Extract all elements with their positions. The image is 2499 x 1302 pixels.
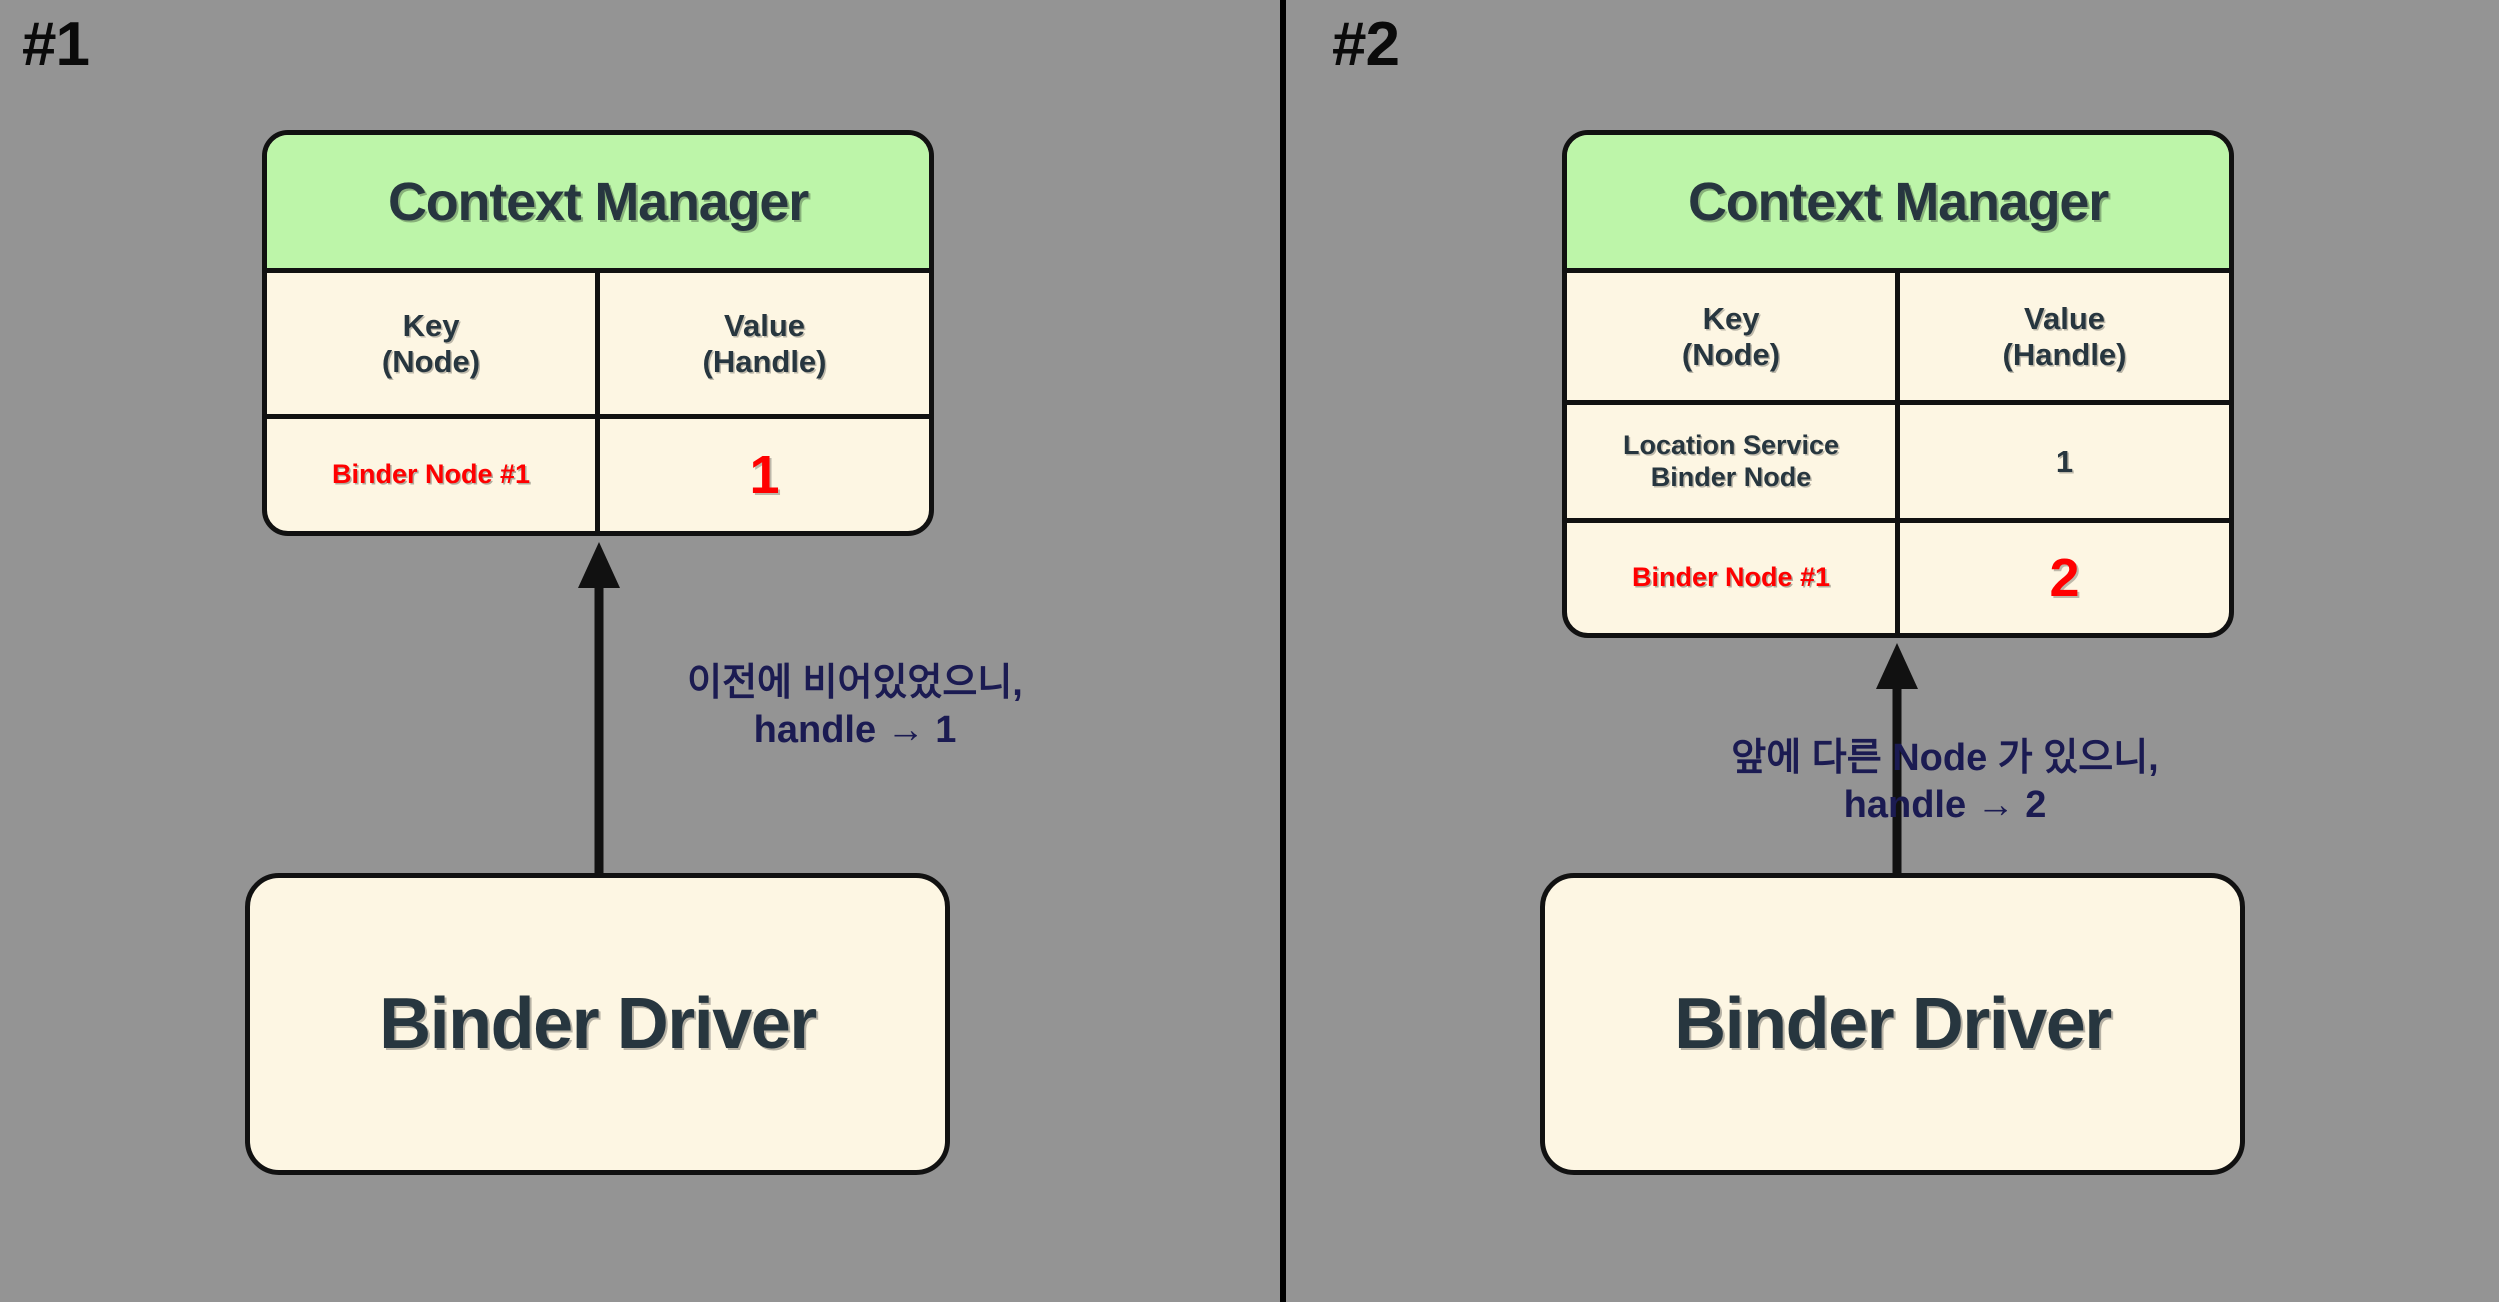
context-manager-card-1: Context Manager Key (Node) Value (Handle… bbox=[262, 130, 934, 536]
column-header-value-2: Value (Handle) bbox=[1900, 273, 2229, 400]
annotation-text-1: 이전에 비어있었으니, handle → 1 bbox=[687, 662, 1023, 752]
column-header-value-label-1: Value (Handle) bbox=[702, 308, 827, 379]
cell-value-label-1-0: 1 bbox=[749, 445, 780, 505]
column-header-value-label-2: Value (Handle) bbox=[2002, 301, 2127, 372]
table-header-row-2: Key (Node) Value (Handle) bbox=[1567, 273, 2229, 405]
table-header-row-1: Key (Node) Value (Handle) bbox=[267, 273, 929, 419]
binder-driver-title-1: Binder Driver bbox=[379, 984, 817, 1064]
context-manager-title-1: Context Manager bbox=[387, 171, 809, 232]
context-manager-title-bar-2: Context Manager bbox=[1567, 135, 2229, 273]
cell-value-label-2-1: 2 bbox=[2049, 548, 2080, 608]
table-row: Binder Node #1 2 bbox=[1567, 523, 2229, 633]
cell-key-label-2-1: Binder Node #1 bbox=[1631, 562, 1831, 593]
binder-driver-title-2: Binder Driver bbox=[1674, 984, 2112, 1064]
column-header-value-1: Value (Handle) bbox=[600, 273, 929, 414]
cell-value-label-2-0: 1 bbox=[2055, 443, 2074, 479]
table-row: Binder Node #1 1 bbox=[267, 419, 929, 531]
context-manager-title-bar-1: Context Manager bbox=[267, 135, 929, 273]
annotation-text-2: 앞에 다른 Node 가 있으니, handle → 2 bbox=[1731, 737, 2159, 827]
cell-key-2-0: Location Service Binder Node bbox=[1567, 405, 1900, 518]
cell-value-2-1: 2 bbox=[1900, 523, 2229, 633]
cell-key-1-0: Binder Node #1 bbox=[267, 419, 600, 531]
column-header-key-label-1: Key (Node) bbox=[381, 308, 481, 379]
arrow-up-icon-2 bbox=[1876, 643, 1918, 877]
cell-key-label-2-0: Location Service Binder Node bbox=[1622, 429, 1840, 492]
table-row: Location Service Binder Node 1 bbox=[1567, 405, 2229, 523]
binder-driver-card-1: Binder Driver bbox=[245, 873, 950, 1175]
arrow-up-icon-1 bbox=[578, 542, 620, 876]
panel-number-label-1: #1 bbox=[22, 10, 90, 79]
context-manager-title-2: Context Manager bbox=[1687, 171, 2109, 232]
cell-value-1-0: 1 bbox=[600, 419, 929, 531]
column-header-key-2: Key (Node) bbox=[1567, 273, 1900, 400]
cell-key-label-1-0: Binder Node #1 bbox=[331, 459, 531, 490]
context-manager-card-2: Context Manager Key (Node) Value (Handle… bbox=[1562, 130, 2234, 638]
cell-key-2-1: Binder Node #1 bbox=[1567, 523, 1900, 633]
panel-divider bbox=[1280, 0, 1286, 1302]
panel-number-label-2: #2 bbox=[1332, 10, 1400, 79]
cell-value-2-0: 1 bbox=[1900, 405, 2229, 518]
column-header-key-1: Key (Node) bbox=[267, 273, 600, 414]
binder-driver-card-2: Binder Driver bbox=[1540, 873, 2245, 1175]
column-header-key-label-2: Key (Node) bbox=[1681, 301, 1781, 372]
